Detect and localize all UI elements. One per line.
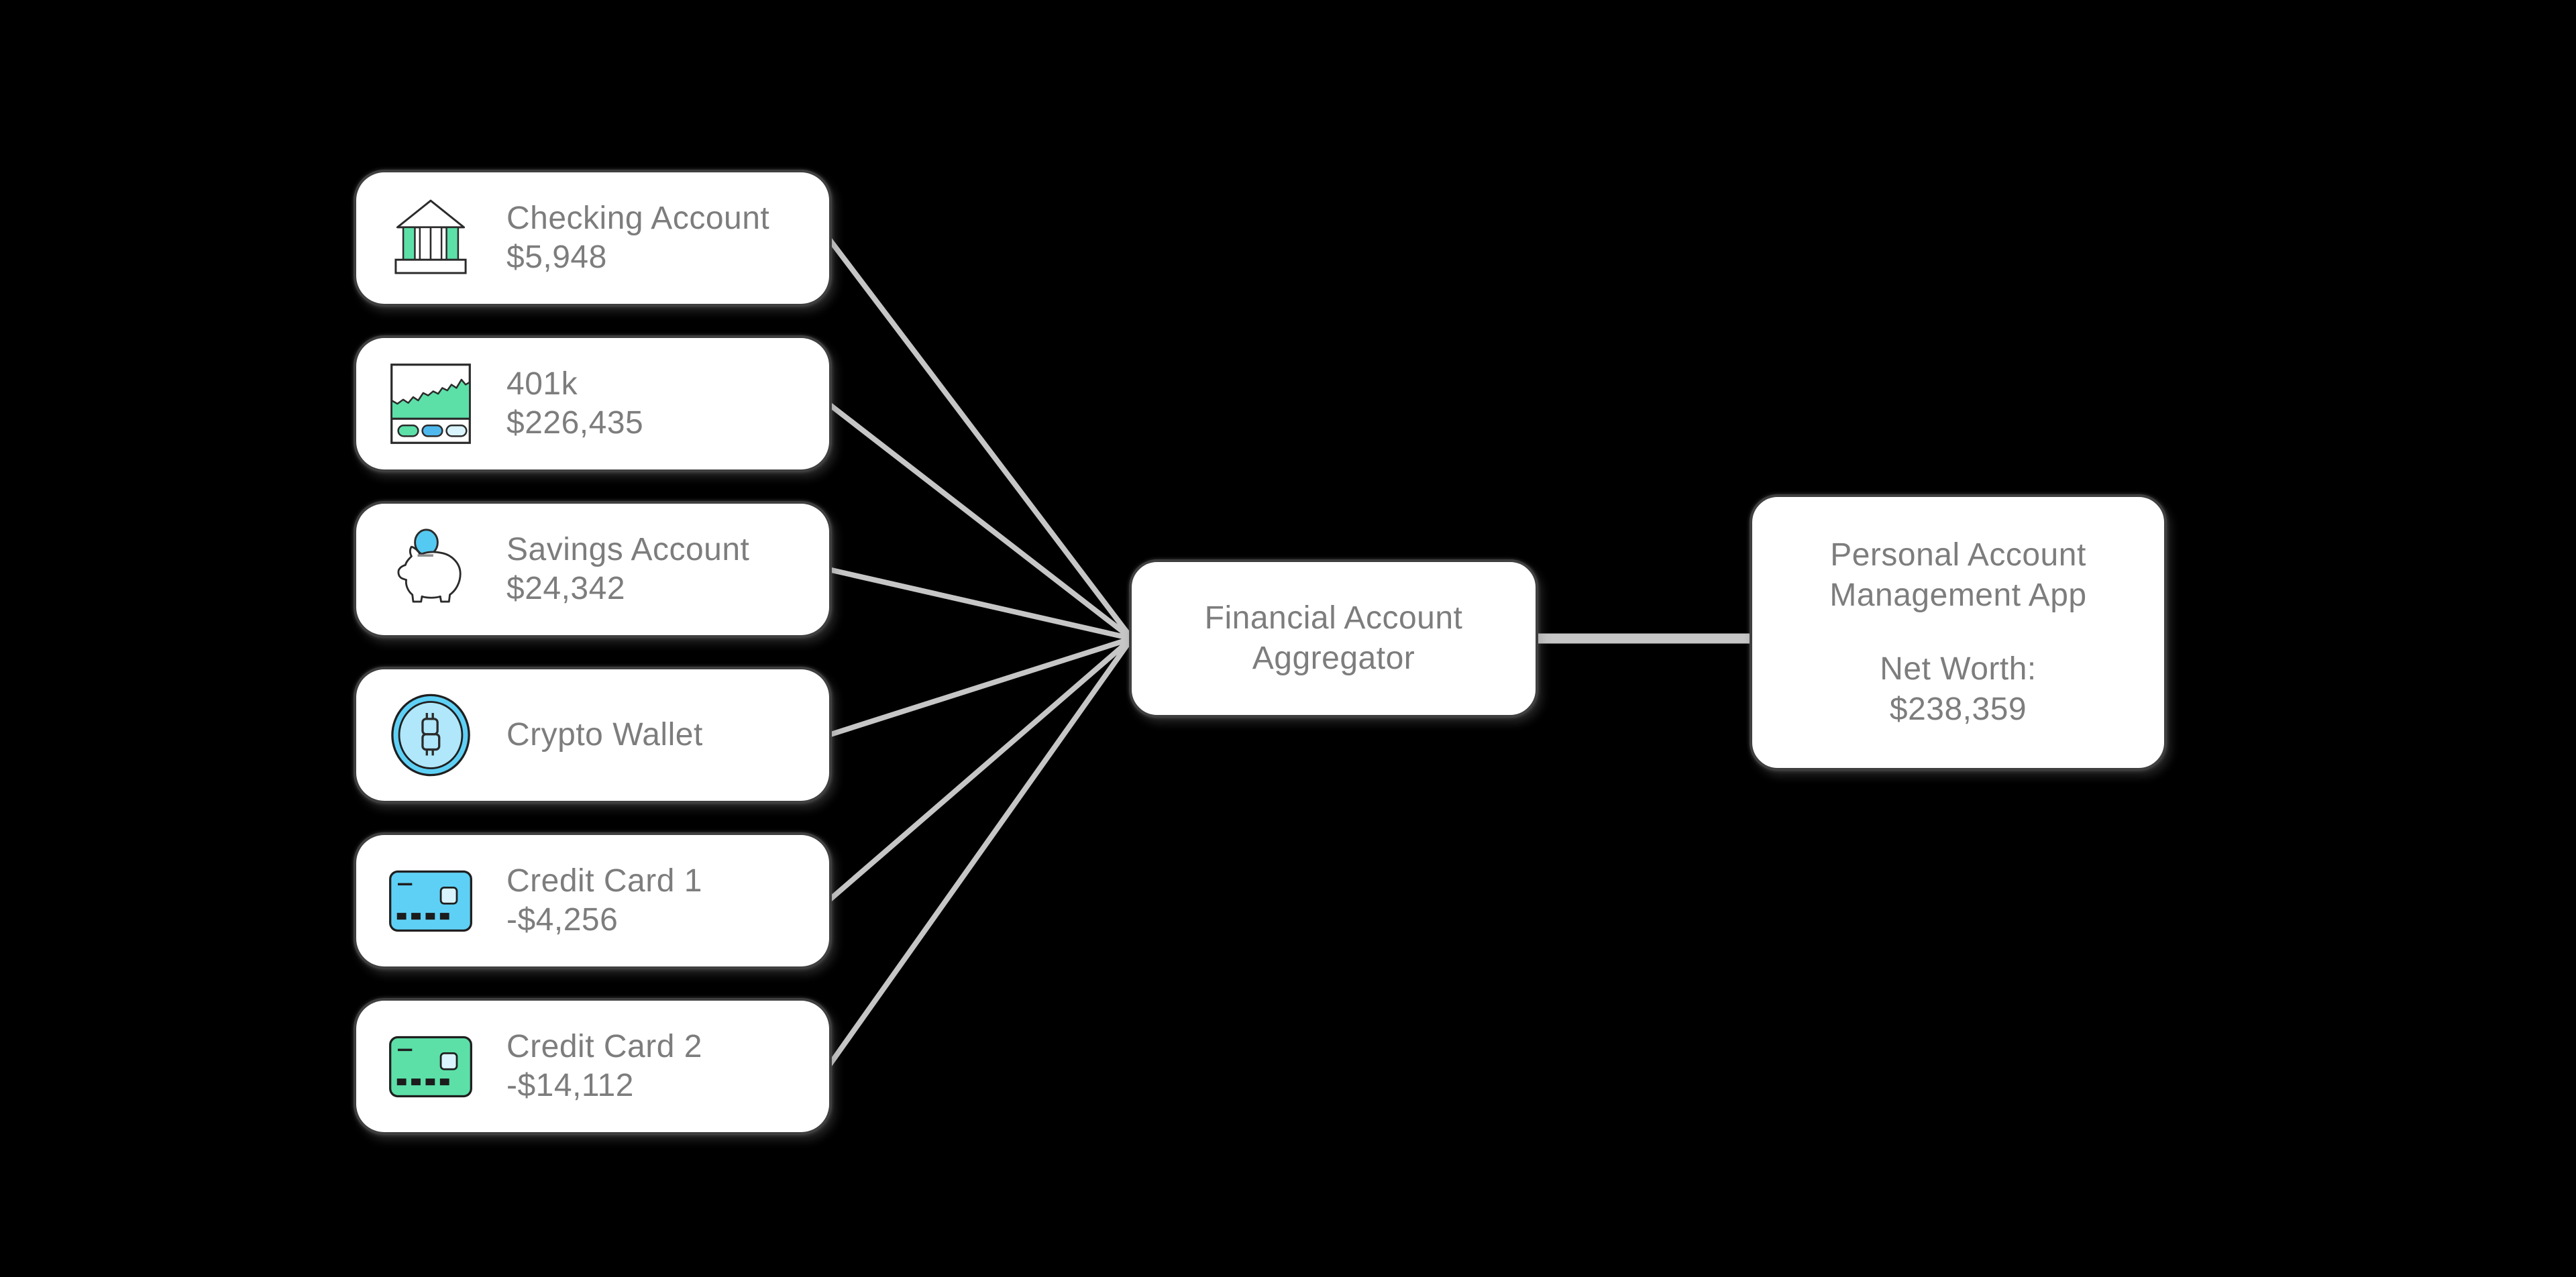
text-spacer: [1752, 616, 2164, 649]
account-title: Credit Card 1: [506, 863, 702, 899]
net-worth-label: Net Worth:: [1880, 651, 2037, 687]
connector-checking-to-aggregator: [826, 236, 1134, 641]
account-balance: $24,342: [506, 571, 626, 606]
account-balance: $226,435: [506, 405, 644, 441]
account-balance: -$14,112: [506, 1068, 634, 1103]
connector-crypto-to-aggregator: [827, 636, 1133, 738]
bank-icon: [387, 197, 474, 280]
node-crypto-wallet: Crypto Wallet: [354, 667, 832, 803]
account-title: Checking Account: [506, 201, 770, 236]
net-worth-value: $238,359: [1889, 691, 2027, 727]
node-savings-account: Savings Account $24,342: [354, 501, 832, 638]
account-title: Credit Card 2: [506, 1029, 702, 1064]
aggregator-label-line1: Financial Account: [1204, 600, 1463, 636]
area-chart-icon: [387, 362, 474, 445]
account-title: 401k: [506, 366, 578, 402]
app-title-line2: Management App: [1829, 577, 2087, 613]
aggregator-label-line2: Aggregator: [1252, 641, 1415, 676]
node-personal-account-management-app: Personal Account Management App Net Wort…: [1750, 494, 2167, 771]
credit-card-blue-icon: [387, 870, 474, 932]
account-title: Crypto Wallet: [506, 717, 703, 753]
node-401k: 401k $226,435: [354, 335, 832, 472]
piggy-bank-icon: [387, 526, 474, 613]
node-credit-card-2: Credit Card 2 -$14,112: [354, 998, 832, 1135]
node-credit-card-1: Credit Card 1 -$4,256: [354, 832, 832, 969]
connector-creditcard2-to-aggregator: [826, 636, 1134, 1068]
credit-card-green-icon: [387, 1036, 474, 1098]
connector-savings-to-aggregator: [828, 567, 1132, 641]
account-balance: $5,948: [506, 239, 607, 275]
connector-401k-to-aggregator: [826, 401, 1134, 641]
app-title-line1: Personal Account: [1830, 537, 2086, 573]
account-title: Savings Account: [506, 532, 750, 567]
connector-creditcard1-to-aggregator: [826, 636, 1134, 903]
bitcoin-coin-icon: [387, 691, 474, 779]
node-checking-account: Checking Account $5,948: [354, 170, 832, 307]
account-balance: -$4,256: [506, 902, 619, 938]
node-financial-account-aggregator: Financial Account Aggregator: [1129, 559, 1538, 718]
